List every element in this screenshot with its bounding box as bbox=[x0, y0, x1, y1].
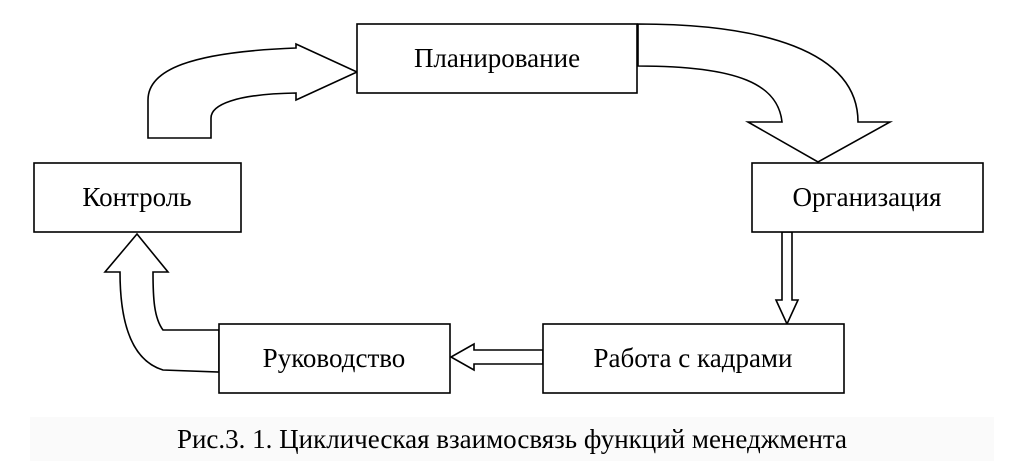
node-control-label: Контроль bbox=[82, 182, 191, 212]
arrow-organization-to-staffing bbox=[774, 231, 800, 326]
arrow-control-to-planning bbox=[147, 42, 359, 139]
node-planning: Планирование bbox=[356, 23, 638, 94]
node-staffing: Работа с кадрами bbox=[542, 323, 845, 394]
node-organization: Организация bbox=[751, 162, 984, 233]
arrow-planning-to-organization bbox=[637, 23, 894, 163]
node-leadership-label: Руководство bbox=[263, 343, 406, 373]
node-control: Контроль bbox=[33, 162, 242, 233]
node-staffing-label: Работа с кадрами bbox=[594, 343, 793, 373]
node-planning-label: Планирование bbox=[414, 43, 580, 73]
arrow-staffing-to-leadership bbox=[449, 342, 544, 372]
figure-caption: Рис.3. 1. Циклическая взаимосвязь функци… bbox=[30, 417, 994, 461]
node-organization-label: Организация bbox=[793, 182, 942, 212]
arrow-leadership-to-control bbox=[103, 232, 220, 373]
node-leadership: Руководство bbox=[218, 323, 451, 394]
